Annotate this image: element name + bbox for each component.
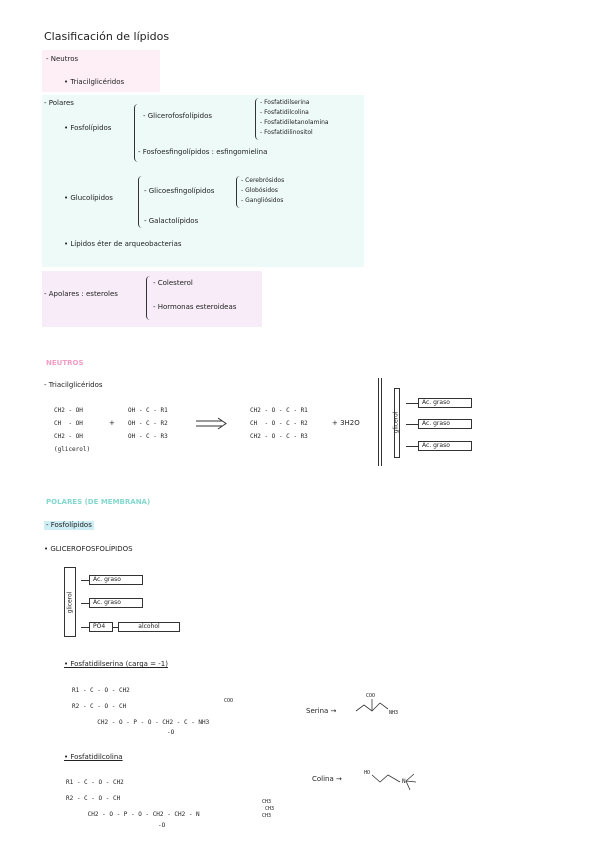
connector bbox=[81, 627, 89, 628]
outline-polares: - Polares bbox=[44, 99, 74, 107]
tag-acid-box: Ác. graso bbox=[418, 398, 472, 408]
alcohol-box: alcohol bbox=[118, 622, 180, 632]
tag-glicerol-box bbox=[394, 388, 400, 458]
colina-label: Colina → bbox=[312, 775, 342, 783]
colina-formula: R1 - C - O - CH2 R2 - C - O - CH CH2 - O… bbox=[66, 775, 200, 823]
divider-line bbox=[381, 378, 382, 466]
formula-line: CH2 - OH bbox=[54, 407, 83, 414]
apolares-item: - Colesterol bbox=[153, 279, 193, 287]
colina-ch3: CH3 bbox=[262, 799, 272, 805]
formula-line: R1 - C - O - CH2 bbox=[66, 779, 124, 786]
gsl-item: - Gangliósidos bbox=[241, 197, 284, 204]
connector bbox=[406, 403, 418, 404]
serina-title: • Fosfatidilserina (carga = -1) bbox=[64, 660, 168, 668]
formula-line: CH2 - O - P - O - CH2 - C - NH3 bbox=[72, 719, 210, 726]
colina-title: • Fosfatidilcolina bbox=[64, 753, 123, 761]
divider-line bbox=[378, 378, 379, 466]
acid-formula: OH - C - R1 OH - C - R2 OH - C - R3 bbox=[128, 404, 168, 443]
glycerol-formula: CH2 - OH CH - OH CH2 - OH (glicerol) bbox=[54, 404, 90, 456]
formula-line: CH2 - O - C - R1 bbox=[250, 407, 308, 414]
colina-ho: HO bbox=[364, 770, 371, 776]
glycerol-label: (glicerol) bbox=[54, 446, 91, 453]
outline-galactolipidos: - Galactolípidos bbox=[144, 217, 199, 225]
polares-subheading: - Fosfolípidos bbox=[44, 521, 94, 530]
brace-gpl bbox=[255, 98, 260, 140]
gsl-item: - Cerebrósidos bbox=[241, 177, 285, 184]
reaction-arrow-icon bbox=[196, 417, 227, 430]
gpl-items-list: - Fosfatidilserina - Fosfatidilcolina - … bbox=[260, 98, 329, 138]
formula-line: CH - O - C - R2 bbox=[250, 420, 308, 427]
water-term: + 3H2O bbox=[332, 419, 360, 427]
gpl-acid-box: Ác. graso bbox=[89, 575, 143, 585]
outline-fosfoesfingolipidos: - Fosfoesfingolípidos : esfingomielina bbox=[138, 148, 268, 156]
formula-line: R2 - C - O - CH bbox=[66, 795, 121, 802]
formula-line: R1 - C - O - CH2 bbox=[72, 687, 130, 694]
connector bbox=[81, 580, 89, 581]
serina-label: Serina → bbox=[306, 707, 337, 715]
formula-line: CH2 - O - C - R3 bbox=[250, 433, 308, 440]
formula-line: OH - C - R2 bbox=[128, 420, 168, 427]
tag-acid-box: Ác. graso bbox=[418, 419, 472, 429]
plus-sign: + bbox=[109, 419, 115, 427]
gpl-glicerol-label: glicerol bbox=[66, 591, 74, 614]
polares-heading: POLARES (DE MEMBRANA) bbox=[46, 498, 151, 506]
formula-line: OH - C - R3 bbox=[128, 433, 168, 440]
colina-ch3: CH3 bbox=[262, 813, 272, 819]
connector bbox=[81, 603, 89, 604]
gpl-acid-box: Ác. graso bbox=[89, 598, 143, 608]
serina-nh3: NH3 bbox=[389, 710, 399, 716]
tag-acid-box: Ác. graso bbox=[418, 441, 472, 451]
brace-fosfolipidos bbox=[134, 104, 140, 162]
brace-glucolipidos bbox=[138, 176, 144, 228]
connector bbox=[112, 627, 118, 628]
outline-neutros: - Neutros bbox=[46, 55, 79, 63]
neutros-subheading: - Triacilglicéridos bbox=[44, 381, 103, 389]
formula-line: CH2 - O - P - O - CH2 - CH2 - N bbox=[66, 811, 200, 818]
colina-molecule-icon bbox=[371, 773, 417, 791]
gpl-item: - Fosfatidilserina bbox=[260, 99, 310, 106]
formula-line: OH - C - R1 bbox=[128, 407, 168, 414]
outline-glicerofosfolipidos: - Glicerofosfolípidos bbox=[143, 112, 213, 120]
neutros-highlight bbox=[42, 50, 160, 92]
formula-line: CH2 - OH bbox=[54, 433, 83, 440]
connector bbox=[406, 424, 418, 425]
polares-highlight bbox=[42, 95, 364, 267]
serina-formula: R1 - C - O - CH2 R2 - C - O - CH CH2 - O… bbox=[72, 683, 209, 731]
outline-fosfolipidos: • Fosfolípidos bbox=[64, 124, 112, 132]
colina-ominus: -O bbox=[158, 822, 166, 829]
gsl-items-list: - Cerebrósidos - Globósidos - Gangliósid… bbox=[241, 176, 284, 206]
gpl-item: - Fosfatidiletanolamina bbox=[260, 119, 329, 126]
outline-glicoesfingolipidos: - Glicoesfingolípidos bbox=[144, 187, 215, 195]
formula-line: R2 - C - O - CH bbox=[72, 703, 127, 710]
serina-coo: COO bbox=[366, 693, 376, 699]
formula-line: CH - OH bbox=[54, 420, 83, 427]
serina-molecule-icon bbox=[355, 699, 389, 712]
serina-ominus: -O bbox=[167, 729, 175, 736]
colina-n: N bbox=[402, 778, 406, 785]
colina-ch3: CH3 bbox=[265, 806, 275, 812]
outline-glucolipidos: • Glucolípidos bbox=[64, 194, 113, 202]
product-formula: CH2 - O - C - R1 CH - O - C - R2 CH2 - O… bbox=[250, 404, 308, 443]
gpl-item: - Fosfatidilinositol bbox=[260, 129, 313, 136]
outline-trigliceridos: • Triacilglicéridos bbox=[64, 78, 125, 86]
connector bbox=[406, 446, 418, 447]
gpl-item: - Fosfatidilcolina bbox=[260, 109, 309, 116]
gpl-heading: • GLICEROFOSFOLÍPIDOS bbox=[44, 545, 133, 553]
outline-lipidos-eter: • Lípidos éter de arqueobacterias bbox=[64, 240, 182, 248]
serina-coo: COO bbox=[224, 698, 234, 704]
brace-gsl bbox=[236, 176, 241, 208]
brace-apolares bbox=[146, 276, 152, 320]
neutros-heading: NEUTROS bbox=[46, 359, 84, 367]
po4-box: PO4 bbox=[89, 622, 113, 632]
tag-glicerol-label: glicerol bbox=[392, 411, 400, 434]
outline-apolares: - Apolares : esteroles bbox=[44, 290, 118, 298]
gsl-item: - Globósidos bbox=[241, 187, 278, 194]
apolares-highlight bbox=[42, 271, 262, 327]
page-title: Clasificación de lípidos bbox=[44, 30, 170, 43]
gpl-glicerol-box bbox=[64, 567, 76, 637]
apolares-item: - Hormonas esteroideas bbox=[153, 303, 237, 311]
